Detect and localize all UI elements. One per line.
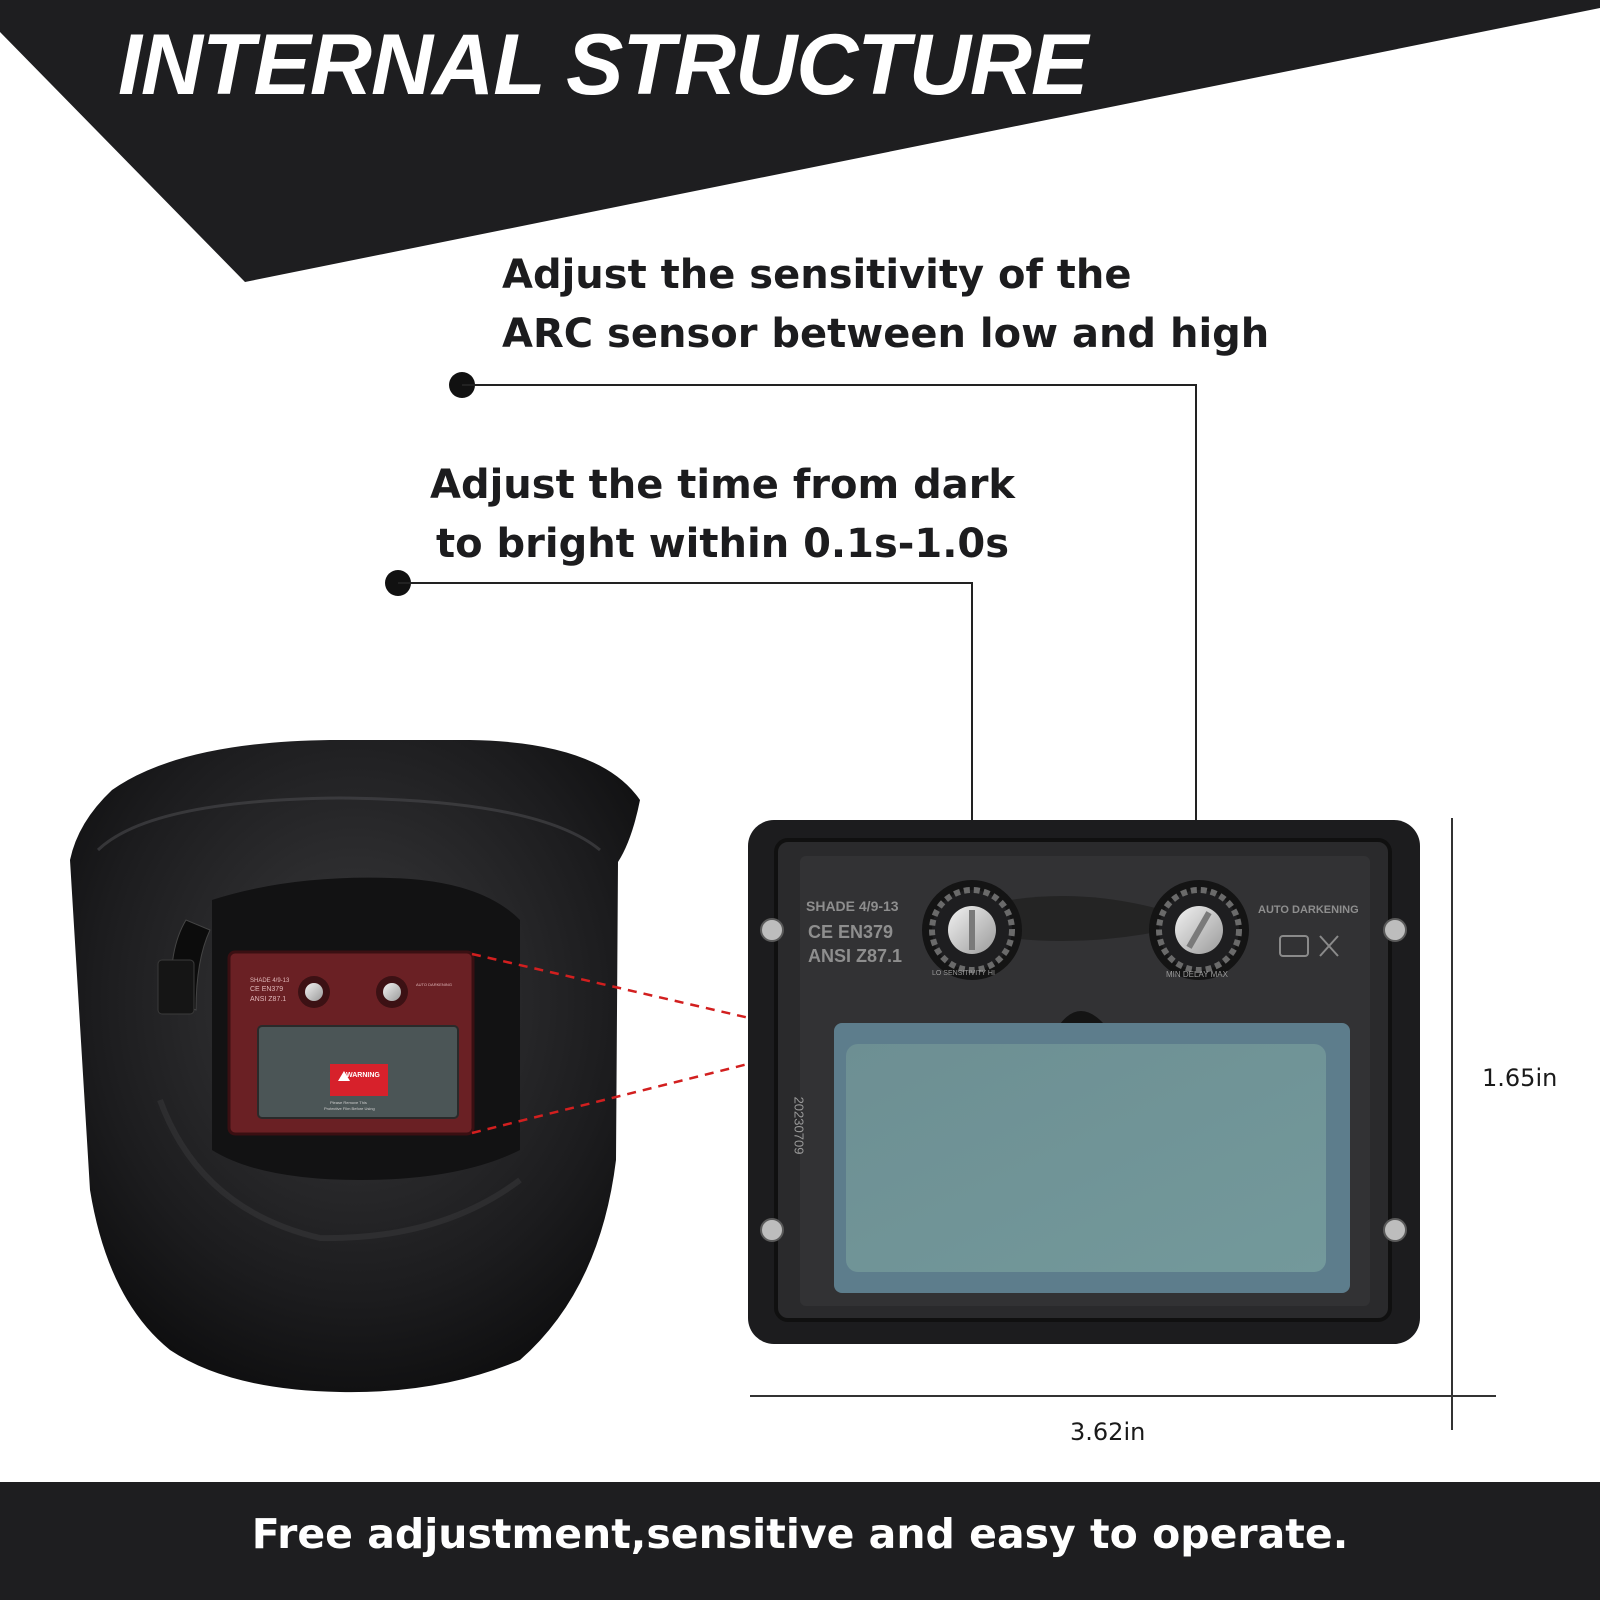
- sensitivity-callout-line-1: Adjust the sensitivity of the: [502, 252, 1132, 298]
- delay-max-label: MAX: [1210, 970, 1228, 979]
- sensitivity-label: SENSITIVITY: [943, 970, 986, 977]
- delay-leader: [385, 570, 973, 920]
- sensitivity-lo-label: LO: [932, 970, 942, 977]
- header-banner: [0, 0, 1600, 282]
- cartridge-shade: SHADE 4/9-13: [806, 898, 899, 914]
- lens-glass: [846, 1044, 1326, 1272]
- ce-mark-icon: CE: [808, 922, 834, 942]
- warning-text: WARNING: [346, 1072, 380, 1079]
- helmet-window-en379: CE EN379: [250, 986, 283, 993]
- delay-knob-label: MIN DELAY MAX: [1166, 970, 1228, 979]
- warning-note-1: Please Remove This: [330, 1100, 367, 1105]
- delay-callout-line-2: to bright within 0.1s-1.0s: [435, 521, 1010, 567]
- dimension-width-label: 3.62in: [1070, 1418, 1146, 1446]
- delay-callout-line-1: Adjust the time from dark: [430, 462, 1016, 508]
- helmet-window-shade: SHADE 4/9-13: [250, 978, 290, 984]
- sensitivity-leader: [449, 372, 1197, 920]
- dimension-lines: [750, 818, 1496, 1430]
- dimension-height-label: 1.65in: [1482, 1064, 1558, 1092]
- sensitivity-knob-label: LO SENSITIVITY HI: [932, 970, 995, 977]
- cartridge-en379-text: EN379: [838, 922, 894, 942]
- delay-label: DELAY: [1182, 970, 1209, 979]
- welding-helmet: [70, 740, 640, 1393]
- helmet-window-brand: AUTO DARKENING: [416, 982, 452, 987]
- warning-note-2: Protective Film Before Using: [324, 1106, 375, 1111]
- page-title: INTERNAL STRUCTURE: [118, 17, 1088, 113]
- helmet-window-en379-text: EN379: [261, 986, 284, 993]
- sensitivity-callout-line-2: ARC sensor between low and high: [502, 311, 1270, 357]
- cartridge-date-code: 20230709: [791, 1096, 807, 1155]
- footer-banner: Free adjustment,sensitive and easy to op…: [0, 1482, 1600, 1600]
- auto-darkening-cartridge: [748, 820, 1420, 1344]
- cartridge-en379: CE EN379: [808, 922, 893, 943]
- delay-callout: Adjust the time from dark to bright with…: [430, 456, 1015, 574]
- cartridge-ansi: ANSI Z87.1: [808, 946, 903, 966]
- sensitivity-callout: Adjust the sensitivity of the ARC sensor…: [502, 246, 1269, 364]
- helmet-window-ansi: ANSI Z87.1: [250, 996, 287, 1003]
- footer-tagline: Free adjustment,sensitive and easy to op…: [251, 1510, 1349, 1558]
- cartridge-brand: AUTO DARKENING: [1258, 904, 1359, 916]
- helmet-ce-mark-icon: CE: [250, 986, 260, 993]
- delay-min-label: MIN: [1166, 970, 1181, 979]
- sensitivity-hi-label: HI: [987, 970, 995, 977]
